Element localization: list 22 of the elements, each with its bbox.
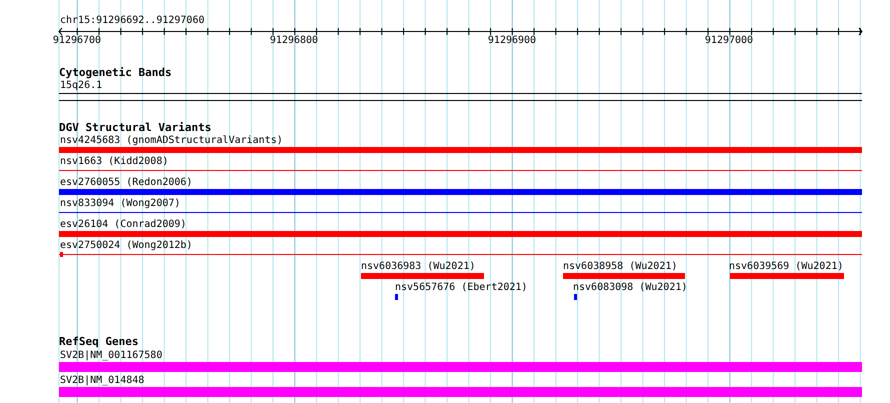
tick-label: 91296800 [270,35,318,47]
tick-label: 91296700 [52,35,102,47]
region-label: chr15:91296692..91297060 [60,15,204,27]
feature-label: esv26104 (Conrad2009) [60,219,186,231]
feature-label: nsv6039569 (Wu2021) [729,261,844,273]
track-heading: Cytogenetic Bands [59,67,172,79]
feature-label: nsv4245683 (gnomADStructuralVariants) [60,135,283,147]
track-heading: DGV Structural Variants [59,122,212,134]
feature-label: nsv6036983 (Wu2021) [361,261,476,273]
feature-label: 15q26.1 [60,80,102,92]
feature-label: nsv1663 (Kidd2008) [60,156,168,168]
feature-label: esv2760055 (Redon2006) [60,177,192,189]
tick-label: 91297000 [704,35,754,47]
feature-label: nsv5657676 (Ebert2021) [395,282,528,294]
tick-label: 91296900 [488,35,536,47]
feature-label: SV2B|NM_001167580 [60,350,162,362]
feature-label: esv2750024 (Wong2012b) [60,240,192,252]
track-heading: RefSeq Genes [59,336,138,348]
feature-label: nsv6038958 (Wu2021) [563,261,678,273]
feature-label: nsv833094 (Wong2007) [60,198,180,210]
feature-label: nsv6083098 (Wu2021) [573,282,688,294]
feature-label: SV2B|NM_014848 [60,375,144,387]
